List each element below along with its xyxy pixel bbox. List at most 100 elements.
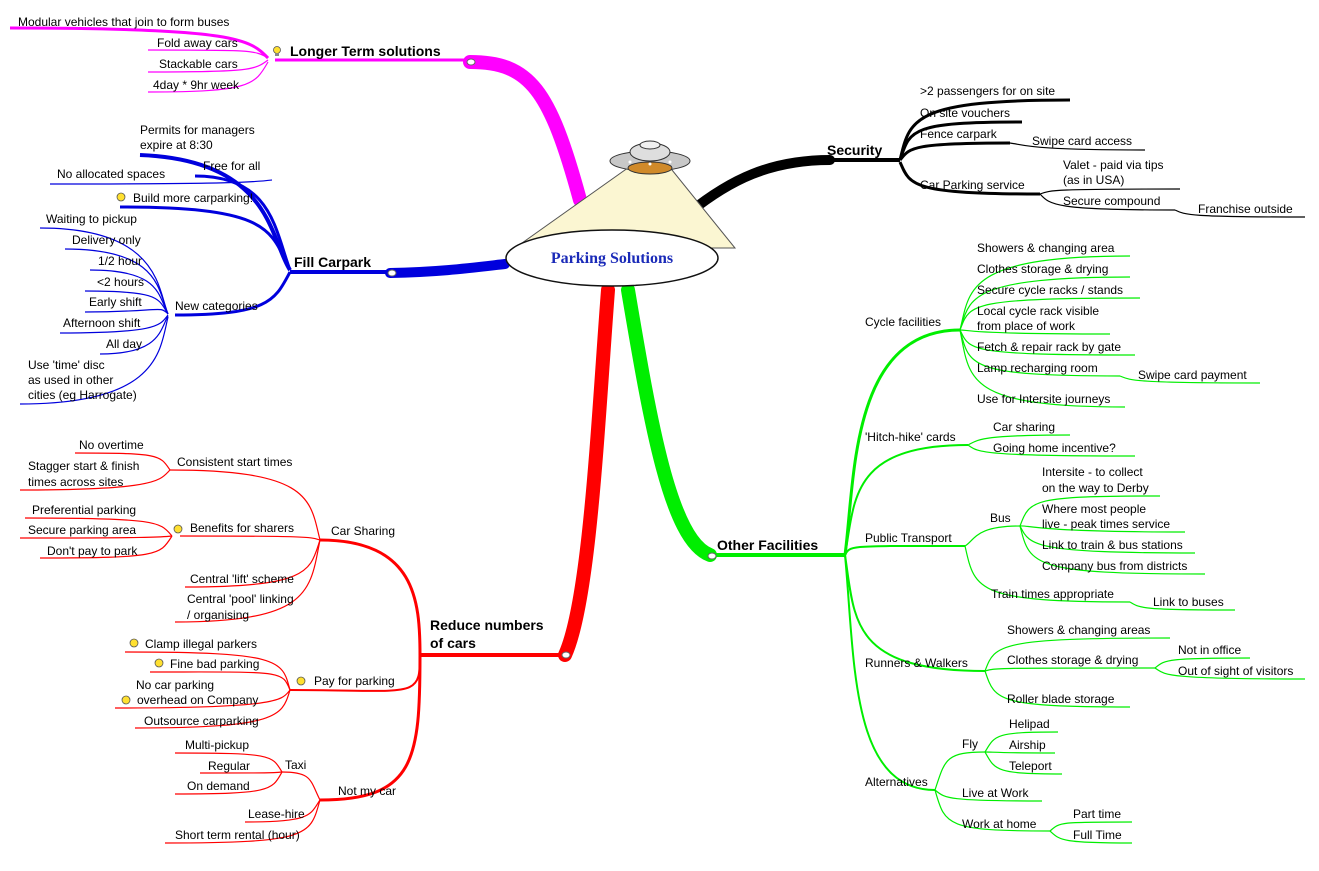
topic-runners-clothes[interactable]: Clothes storage & drying	[1007, 653, 1138, 667]
topic-fetch-repair[interactable]: Fetch & repair rack by gate	[977, 340, 1121, 354]
topic-regular[interactable]: Regular	[208, 759, 250, 773]
topic-passengers[interactable]: >2 passengers for on site	[920, 84, 1055, 98]
topic-cycle-racks[interactable]: Secure cycle racks / stands	[977, 283, 1123, 297]
topic-pool-1[interactable]: Central 'pool' linking	[187, 592, 294, 606]
topic-new-categories[interactable]: New categories	[175, 299, 258, 313]
topic-bus-intersite-1[interactable]: Intersite - to collect	[1042, 465, 1143, 479]
topic-local-rack-2[interactable]: from place of work	[977, 319, 1076, 333]
topic-not-my-car[interactable]: Not my car	[338, 784, 396, 798]
node-handle[interactable]	[561, 651, 571, 659]
topic-lamp[interactable]: Lamp recharging room	[977, 361, 1098, 375]
topic-dont-pay[interactable]: Don't pay to park	[47, 544, 138, 558]
topic-runners-showers[interactable]: Showers & changing areas	[1007, 623, 1150, 637]
topic-stagger-1[interactable]: Stagger start & finish	[28, 459, 139, 473]
topic-multi-pickup[interactable]: Multi-pickup	[185, 738, 249, 752]
topic-consistent-start[interactable]: Consistent start times	[177, 455, 292, 469]
topic-part-time[interactable]: Part time	[1073, 807, 1121, 821]
topic-build-more[interactable]: Build more carparking!	[133, 191, 253, 205]
topic-work-at-home[interactable]: Work at home	[962, 817, 1037, 831]
topic-fold-away[interactable]: Fold away cars	[157, 36, 238, 50]
topic-early-shift[interactable]: Early shift	[89, 295, 142, 309]
topic-full-time[interactable]: Full Time	[1073, 828, 1122, 842]
topic-intersite-journeys[interactable]: Use for Intersite journeys	[977, 392, 1110, 406]
topic-on-demand[interactable]: On demand	[187, 779, 250, 793]
topic-stackable[interactable]: Stackable cars	[159, 57, 238, 71]
topic-outsource[interactable]: Outsource carparking	[144, 714, 259, 728]
topic-hitch-car-sharing[interactable]: Car sharing	[993, 420, 1055, 434]
topic-secure-area[interactable]: Secure parking area	[28, 523, 136, 537]
topic-car-parking-service[interactable]: Car Parking service	[920, 178, 1025, 192]
topic-bus-intersite-2[interactable]: on the way to Derby	[1042, 481, 1149, 495]
topic-pool-2[interactable]: / organising	[187, 608, 249, 622]
topic-cycle-showers[interactable]: Showers & changing area	[977, 241, 1115, 255]
topic-link-buses[interactable]: Link to buses	[1153, 595, 1224, 609]
branch-label-reduce-2[interactable]: of cars	[430, 635, 476, 651]
topic-alternatives[interactable]: Alternatives	[865, 775, 928, 789]
topic-short-term[interactable]: Short term rental (hour)	[175, 828, 300, 842]
topic-not-in-office[interactable]: Not in office	[1178, 643, 1241, 657]
topic-runners[interactable]: Runners & Walkers	[865, 656, 968, 670]
topic-lift-scheme[interactable]: Central 'lift' scheme	[190, 572, 294, 586]
topic-teleport[interactable]: Teleport	[1009, 759, 1052, 773]
topic-where-most-2[interactable]: live - peak times service	[1042, 517, 1170, 531]
topic-clamp[interactable]: Clamp illegal parkers	[145, 637, 257, 651]
node-handle[interactable]	[707, 552, 717, 560]
topic-time-disc-2[interactable]: as used in other	[28, 373, 113, 387]
topic-link-stations[interactable]: Link to train & bus stations	[1042, 538, 1183, 552]
topic-secure-compound[interactable]: Secure compound	[1063, 194, 1160, 208]
topic-free-for-all[interactable]: Free for all	[203, 159, 260, 173]
topic-valet-1[interactable]: Valet - paid via tips	[1063, 158, 1164, 172]
node-handle[interactable]	[387, 269, 397, 277]
topic-train-times[interactable]: Train times appropriate	[991, 587, 1114, 601]
topic-live-at-work[interactable]: Live at Work	[962, 786, 1029, 800]
topic-waiting-pickup[interactable]: Waiting to pickup	[46, 212, 137, 226]
topic-modular-vehicles[interactable]: Modular vehicles that join to form buses	[18, 15, 229, 29]
topic-no-car-2[interactable]: overhead on Company	[137, 693, 258, 707]
topic-afternoon-shift[interactable]: Afternoon shift	[63, 316, 141, 330]
topic-swipe-access[interactable]: Swipe card access	[1032, 134, 1132, 148]
topic-half-hour[interactable]: 1/2 hour	[98, 254, 142, 268]
topic-local-rack-1[interactable]: Local cycle rack visible	[977, 304, 1099, 318]
central-node[interactable]: Parking Solutions	[505, 140, 737, 287]
topic-company-bus[interactable]: Company bus from districts	[1042, 559, 1187, 573]
branch-label-longer-term[interactable]: Longer Term solutions	[290, 43, 441, 59]
topic-pay-parking[interactable]: Pay for parking	[314, 674, 395, 688]
topic-fly[interactable]: Fly	[962, 737, 978, 751]
topic-preferential[interactable]: Preferential parking	[32, 503, 136, 517]
topic-bus[interactable]: Bus	[990, 511, 1011, 525]
topic-hitch[interactable]: 'Hitch-hike' cards	[865, 430, 956, 444]
topic-roller-blade[interactable]: Roller blade storage	[1007, 692, 1115, 706]
topic-taxi[interactable]: Taxi	[285, 758, 306, 772]
branch-label-fill-carpark[interactable]: Fill Carpark	[294, 254, 371, 270]
topic-time-disc-3[interactable]: cities (eg Harrogate)	[28, 388, 137, 402]
topic-cycle[interactable]: Cycle facilities	[865, 315, 941, 329]
topic-valet-2[interactable]: (as in USA)	[1063, 173, 1124, 187]
topic-airship[interactable]: Airship	[1009, 738, 1046, 752]
topic-fine[interactable]: Fine bad parking	[170, 657, 259, 671]
topic-time-disc-1[interactable]: Use 'time' disc	[28, 358, 105, 372]
branch-label-reduce-1[interactable]: Reduce numbers	[430, 617, 544, 633]
topic-4day-week[interactable]: 4day * 9hr week	[153, 78, 240, 92]
topic-helipad[interactable]: Helipad	[1009, 717, 1050, 731]
topic-no-car-1[interactable]: No car parking	[136, 678, 214, 692]
topic-fence[interactable]: Fence carpark	[920, 127, 998, 141]
topic-swipe-payment[interactable]: Swipe card payment	[1138, 368, 1247, 382]
topic-car-sharing[interactable]: Car Sharing	[331, 524, 395, 538]
topic-cycle-clothes[interactable]: Clothes storage & drying	[977, 262, 1108, 276]
topic-permits-2[interactable]: expire at 8:30	[140, 138, 213, 152]
node-handle[interactable]	[466, 58, 476, 66]
topic-vouchers[interactable]: On site vouchers	[920, 106, 1010, 120]
topic-benefits[interactable]: Benefits for sharers	[190, 521, 294, 535]
topic-delivery-only[interactable]: Delivery only	[72, 233, 141, 247]
topic-no-overtime[interactable]: No overtime	[79, 438, 144, 452]
topic-where-most-1[interactable]: Where most people	[1042, 502, 1146, 516]
topic-all-day[interactable]: All day	[106, 337, 142, 351]
topic-out-of-sight[interactable]: Out of sight of visitors	[1178, 664, 1293, 678]
topic-stagger-2[interactable]: times across sites	[28, 475, 123, 489]
topic-lease-hire[interactable]: Lease-hire	[248, 807, 305, 821]
topic-public-transport[interactable]: Public Transport	[865, 531, 952, 545]
topic-going-home[interactable]: Going home incentive?	[993, 441, 1116, 455]
branch-label-other-facilities[interactable]: Other Facilities	[717, 537, 818, 553]
branch-label-security[interactable]: Security	[827, 142, 882, 158]
topic-franchise[interactable]: Franchise outside	[1198, 202, 1293, 216]
